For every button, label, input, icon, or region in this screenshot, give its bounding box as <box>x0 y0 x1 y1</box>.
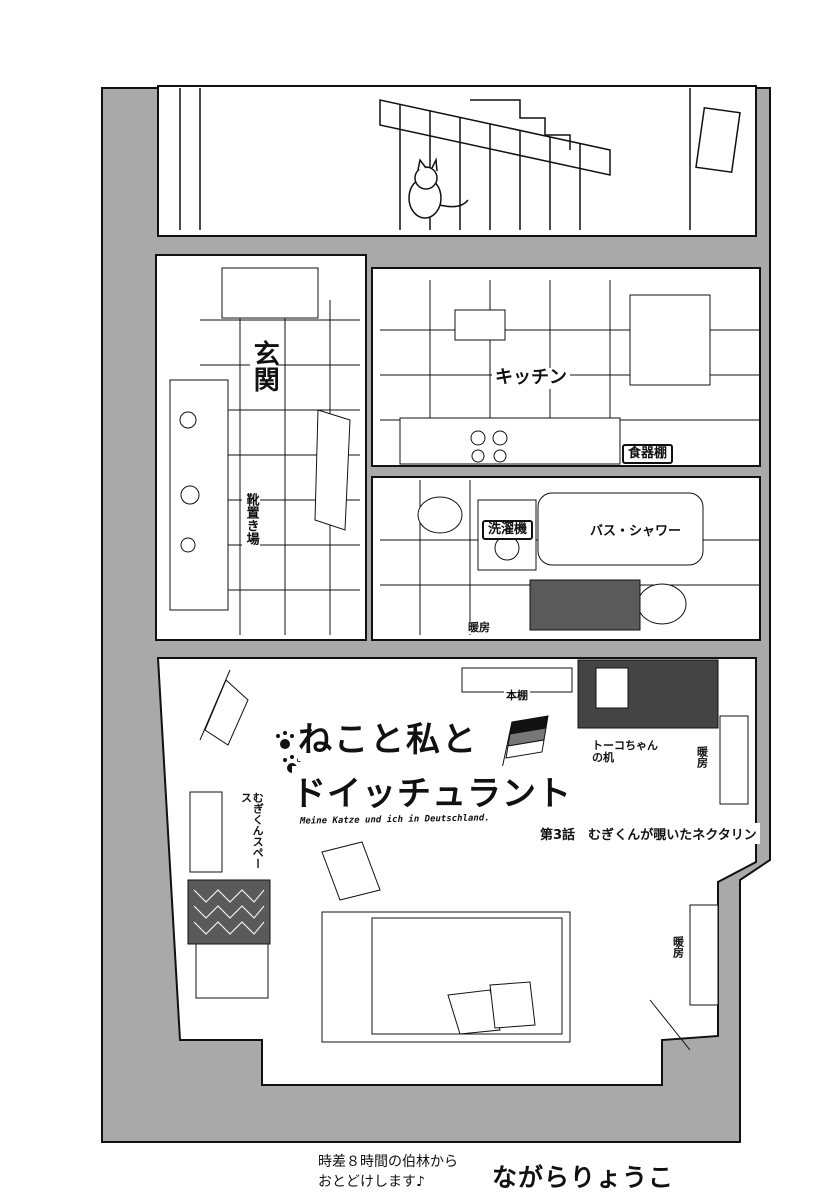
tagline-line1: 時差８時間の伯林から <box>318 1154 458 1170</box>
label-shoe-area: 靴置き場 <box>242 492 260 546</box>
title-line1: ねこと私と <box>298 712 478 761</box>
tagline-line2: おとどけします♪ <box>318 1174 425 1190</box>
label-kitchen: キッチン <box>492 368 570 389</box>
label-cupboard: 食器棚 <box>622 444 674 464</box>
living-room <box>156 657 757 1086</box>
label-mugi-space: むぎくんスペース <box>238 792 266 872</box>
label-heater-living-top: 暖房 <box>694 746 710 768</box>
label-bookshelf: 本棚 <box>504 689 530 702</box>
label-washing-machine: 洗濯機 <box>482 520 534 540</box>
german-flag-icon <box>499 715 549 779</box>
label-bath-shower: バス・シャワー <box>588 524 684 540</box>
living-fixtures <box>189 659 749 1051</box>
label-heater-living-bottom: 暖房 <box>670 936 686 958</box>
stair-area <box>157 85 757 237</box>
entrance-tiles <box>169 267 360 635</box>
label-desk: トーコちゃんの机 <box>590 740 664 764</box>
rug-pattern <box>193 889 265 935</box>
cat-icon <box>408 157 469 219</box>
author-name: ながらりょうこ <box>492 1163 675 1192</box>
title-line2: ドイッチュラント <box>292 766 572 815</box>
kitchen-fixtures <box>380 280 760 465</box>
stair-lines <box>179 88 741 230</box>
label-heater-bath: 暖房 <box>466 621 492 634</box>
bath-mat <box>529 579 641 631</box>
tagline: 時差８時間の伯林から おとどけします♪ <box>318 1152 458 1192</box>
episode-title: 第3話 むぎくんが覗いたネクタリン <box>537 823 760 844</box>
label-entrance: 玄関 <box>249 338 280 394</box>
